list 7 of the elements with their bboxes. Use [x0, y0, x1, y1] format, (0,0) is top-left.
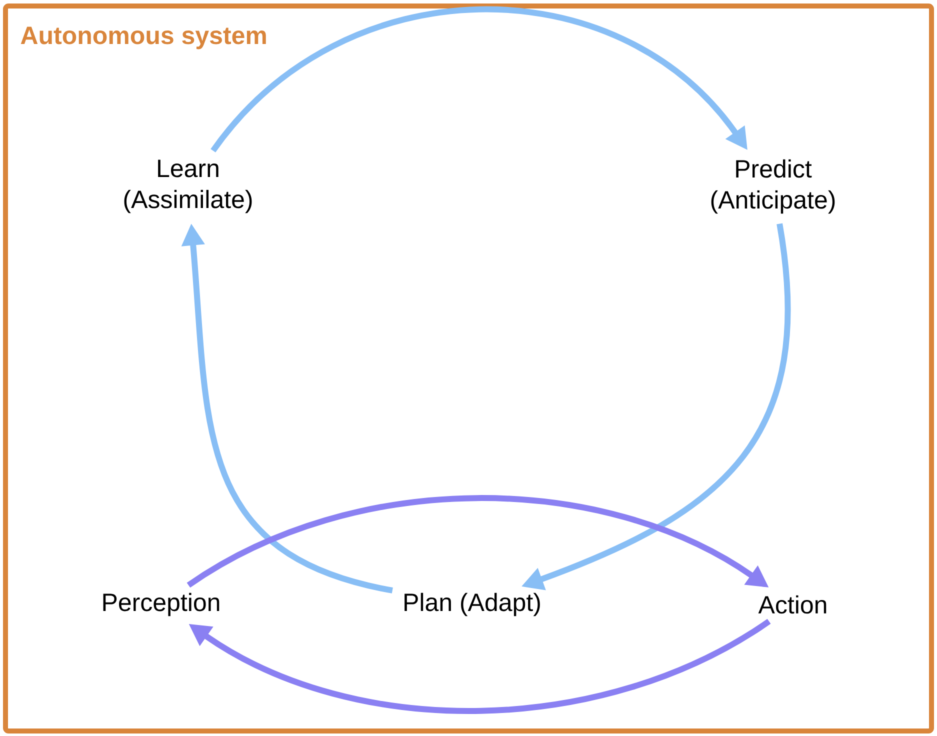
node-label: Predict (Anticipate)	[711, 159, 835, 214]
node-label: Perception	[103, 592, 220, 616]
box-title: Autonomous system	[20, 26, 266, 50]
node-label: Learn (Assimilate)	[124, 160, 252, 214]
node-label: Action	[758, 595, 826, 614]
node-label: Plan (Adapt)	[404, 592, 540, 616]
system-box	[3, 4, 934, 734]
